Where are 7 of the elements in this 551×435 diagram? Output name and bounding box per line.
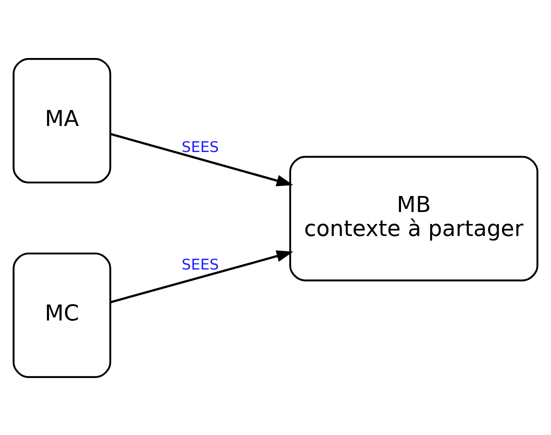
edge-label: SEES: [182, 256, 219, 274]
arrow: [110, 250, 294, 303]
node-box: MB contexte à partager: [289, 155, 538, 281]
node-box: MC: [12, 252, 112, 378]
arrow: [110, 132, 294, 186]
edge-label: SEES: [182, 138, 219, 156]
node-box: MA: [12, 57, 112, 183]
